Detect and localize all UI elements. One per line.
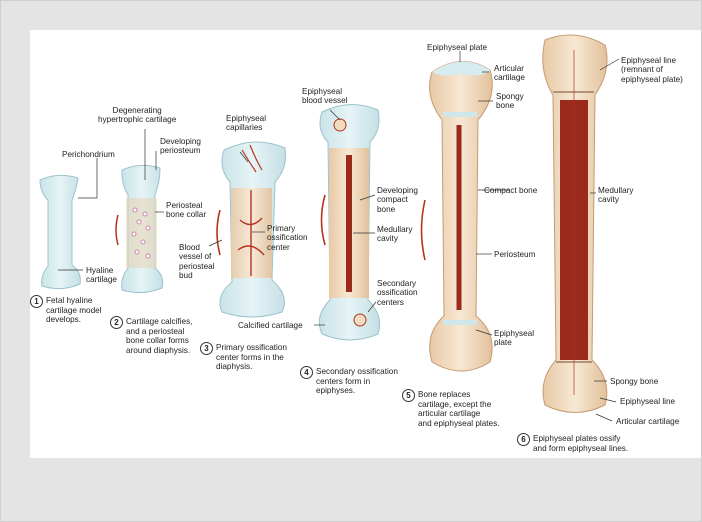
step-1-caption: Fetal hyaline cartilage model develops.	[46, 296, 102, 325]
stage3-primary-ossification	[216, 141, 286, 318]
step-3-number: 3	[200, 342, 213, 355]
stage1-cartilage-model	[39, 174, 81, 290]
primary-ossification-center-label: Primary ossification center	[267, 224, 308, 252]
calcified-cartilage-label: Calcified cartilage	[238, 321, 303, 330]
periosteal-bone-collar-label: Periosteal bone collar	[166, 201, 207, 220]
step-4-number: 4	[300, 366, 313, 379]
epiphyseal-line-bottom-label: Epiphyseal line	[620, 397, 676, 406]
compact-bone-label: Compact bone	[484, 186, 538, 195]
periosteum-label: Periosteum	[494, 250, 536, 259]
hyaline-cartilage-label: Hyaline cartilage	[86, 266, 117, 285]
step-5-caption: Bone replaces cartilage, except the arti…	[418, 390, 500, 428]
developing-compact-bone-label: Developing compact bone	[377, 186, 418, 214]
step-1-number: 1	[30, 295, 43, 308]
perichondrium-label: Perichondrium	[62, 150, 115, 159]
spongy-bone-stage6-label: Spongy bone	[610, 377, 659, 386]
medullary-cavity-stage6-label: Medullary cavity	[598, 186, 634, 205]
epiphyseal-plate-stage5-label: Epiphyseal plate	[494, 329, 535, 348]
degenerating-cartilage-label: Degenerating hypertrophic cartilage	[98, 106, 177, 125]
medullary-cavity-stage4-label: Medullary cavity	[377, 225, 413, 244]
blood-vessel-periosteal-bud-label: Blood vessel of periosteal bud	[179, 243, 215, 281]
step-2-number: 2	[110, 316, 123, 329]
step-5-number: 5	[402, 389, 415, 402]
stage5-mature-bone	[420, 61, 493, 372]
articular-cartilage-stage6-label: Articular cartilage	[616, 417, 680, 426]
stage4-secondary-ossification	[318, 104, 381, 341]
step-2-caption: Cartilage calcifies, and a periosteal bo…	[126, 317, 193, 355]
step-6-number: 6	[517, 433, 530, 446]
step-3-caption: Primary ossification center forms in the…	[216, 343, 287, 372]
epiphyseal-blood-vessel-label: Epiphyseal blood vessel	[302, 87, 348, 106]
stage6-adult-bone	[542, 34, 608, 413]
articular-cartilage-stage5-label: Articular cartilage	[494, 64, 525, 83]
epiphyseal-capillaries-label: Epiphyseal capillaries	[226, 114, 267, 133]
epiphyseal-line-top-label: Epiphyseal line (remnant of epiphyseal p…	[621, 56, 683, 84]
step-6-caption: Epiphyseal plates ossify and form epiphy…	[533, 434, 629, 453]
spongy-bone-stage5-label: Spongy bone	[496, 92, 524, 111]
epiphyseal-plate-top-label: Epiphyseal plate	[427, 43, 488, 52]
developing-periosteum-label: Developing periosteum	[160, 137, 201, 156]
secondary-ossification-centers-label: Secondary ossification centers	[377, 279, 418, 307]
step-4-caption: Secondary ossification centers form in e…	[316, 367, 398, 396]
leader-lines	[58, 51, 620, 422]
stage2-bone-collar	[115, 164, 164, 294]
